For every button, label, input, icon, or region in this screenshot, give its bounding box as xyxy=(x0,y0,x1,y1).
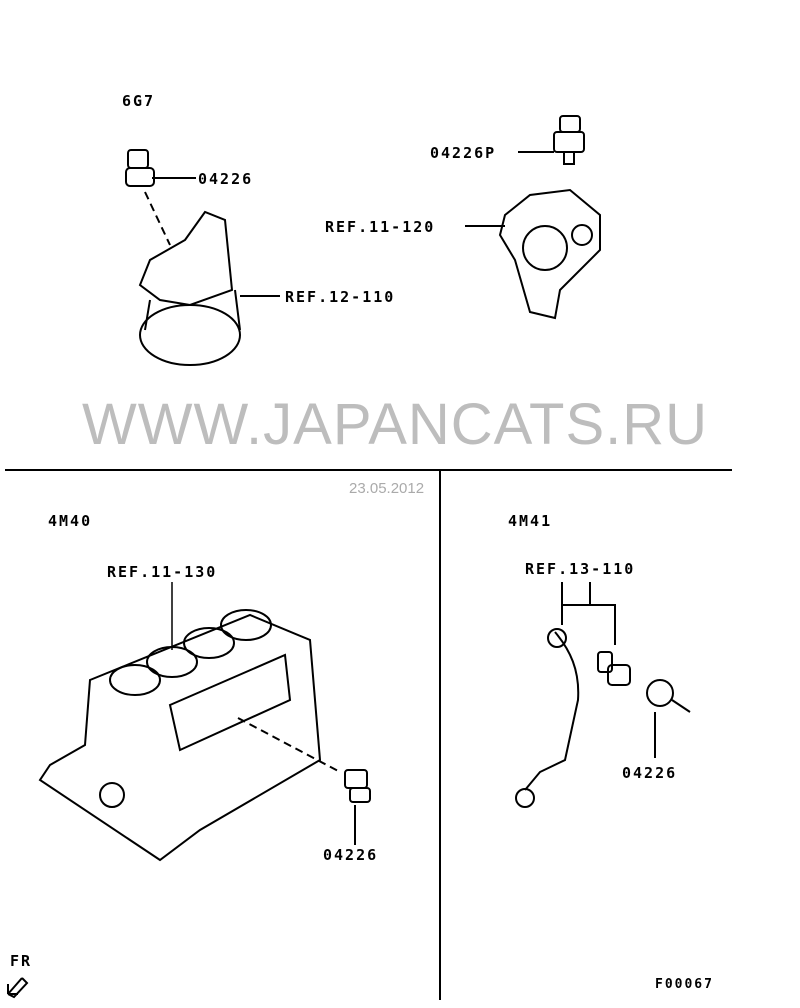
ref-label-11-120[interactable]: REF.11-120 xyxy=(325,218,436,236)
bolt-part xyxy=(597,651,631,686)
part-label-04226[interactable]: 04226 xyxy=(323,846,379,864)
engine-label-6g7: 6G7 xyxy=(122,92,156,110)
pressure-switch-part-6g7 xyxy=(125,149,196,187)
part-label-04226[interactable]: 04226 xyxy=(198,170,254,188)
ref-label-13-110[interactable]: REF.13-110 xyxy=(525,560,636,578)
watermark: WWW.JAPANCATS.RU xyxy=(82,392,709,457)
pressure-switch-part-04226p xyxy=(518,115,585,165)
cylinder-block-part xyxy=(38,582,322,862)
oil-pipe-part xyxy=(515,582,616,808)
leader-dashed xyxy=(237,717,341,773)
watermark-date: 23.05.2012 xyxy=(349,480,425,497)
part-label-04226p[interactable]: 04226P xyxy=(430,144,497,162)
figure-code: F00067 xyxy=(655,977,714,992)
front-direction-label: FR xyxy=(10,952,33,970)
engine-label-4m40: 4M40 xyxy=(48,512,93,530)
leader-dashed xyxy=(144,191,171,246)
oil-pump-part xyxy=(465,188,601,320)
pressure-switch-part-4m41 xyxy=(646,679,691,758)
ref-label-12-110[interactable]: REF.12-110 xyxy=(285,288,396,306)
ref-label-11-130[interactable]: REF.11-130 xyxy=(107,563,218,581)
pressure-switch-part-4m40 xyxy=(344,769,371,845)
oil-filter-bracket-part xyxy=(138,210,280,366)
part-label-04226[interactable]: 04226 xyxy=(622,764,678,782)
engine-label-4m41: 4M41 xyxy=(508,512,553,530)
front-direction-arrow-icon xyxy=(7,977,29,999)
